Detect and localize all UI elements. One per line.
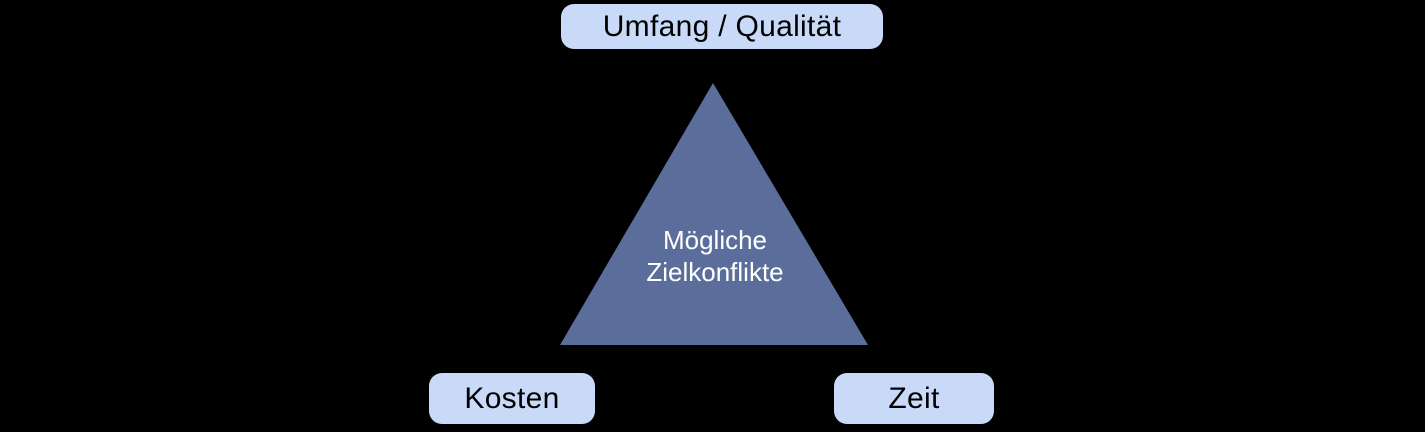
- triangle-shape: [560, 83, 868, 345]
- conflict-triangle: [555, 80, 875, 348]
- time-label-pill: Zeit: [834, 373, 994, 424]
- center-label-line1: Mögliche: [662, 225, 768, 255]
- scope-quality-label-pill: Umfang / Qualität: [561, 4, 883, 49]
- center-label-line2: Zielkonflikte: [646, 256, 784, 287]
- time-label: Zeit: [888, 381, 940, 415]
- center-label: Mögliche Zielkonflikte: [555, 225, 875, 288]
- cost-label-pill: Kosten: [429, 373, 595, 424]
- scope-quality-label: Umfang / Qualität: [602, 9, 842, 43]
- cost-label: Kosten: [464, 381, 560, 415]
